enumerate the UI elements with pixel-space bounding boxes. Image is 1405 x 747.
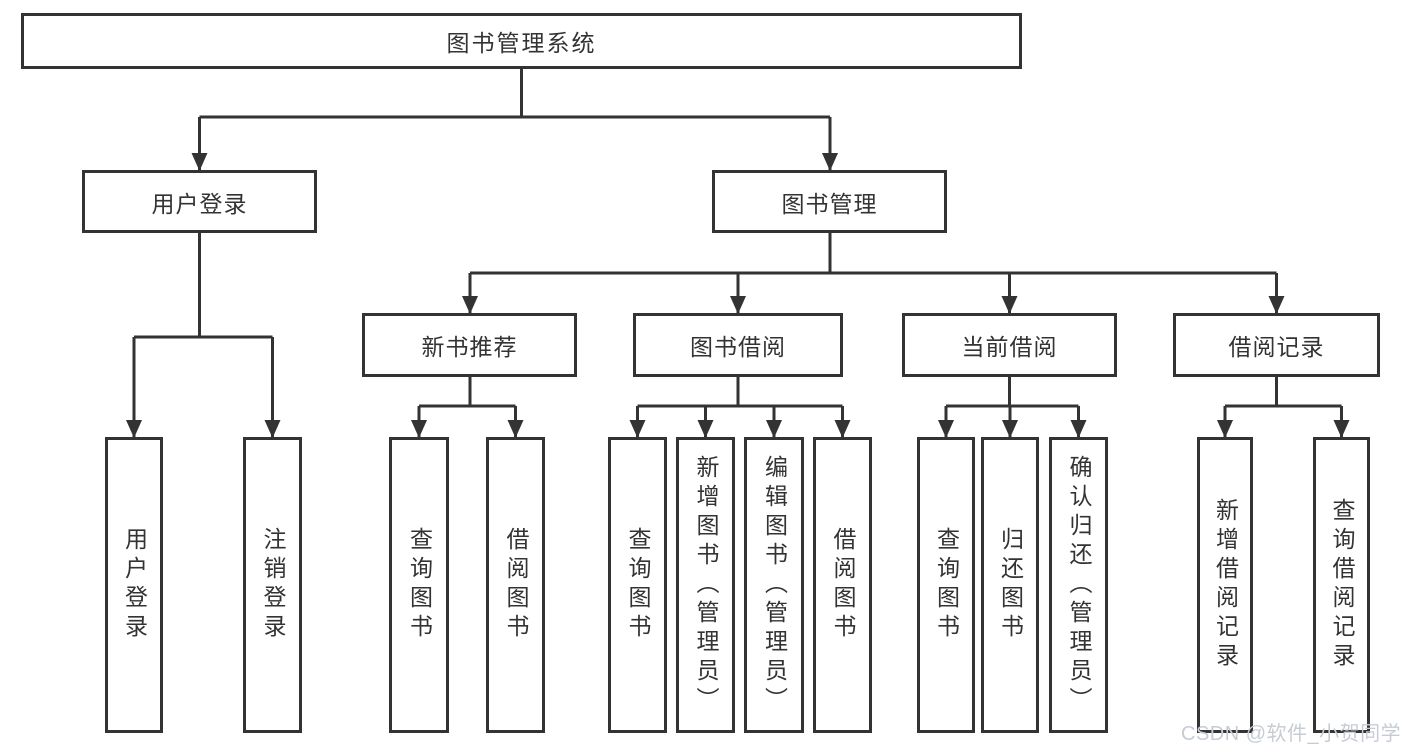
leaf-query-borrow-record: 查询借阅记录 <box>1313 437 1370 733</box>
leaf-confirm-return-admin: 确认归还（管理员） <box>1049 437 1108 733</box>
leaf-add-book-admin: 新增图书（管理员） <box>676 437 735 733</box>
node-user-login: 用户登录 <box>82 170 317 233</box>
leaf-query-books: 查询图书 <box>389 437 449 733</box>
leaf-edit-book-admin: 编辑图书（管理员） <box>744 437 804 733</box>
leaf-borrow-books: 借阅图书 <box>813 437 872 733</box>
connector-trunks <box>134 69 1342 408</box>
node-current-borrow: 当前借阅 <box>902 313 1117 377</box>
leaf-add-borrow-record: 新增借阅记录 <box>1197 437 1253 733</box>
node-new-book-recommend: 新书推荐 <box>362 313 577 377</box>
leaf-user-login: 用户登录 <box>105 437 163 733</box>
leaf-logout: 注销登录 <box>243 437 302 733</box>
node-borrow-records: 借阅记录 <box>1173 313 1380 377</box>
node-book-management: 图书管理 <box>712 170 947 233</box>
leaf-borrow-books: 借阅图书 <box>486 437 545 733</box>
node-library-system-root: 图书管理系统 <box>21 13 1022 69</box>
csdn-watermark: CSDN @软件_小贺同学 <box>1181 723 1402 745</box>
leaf-query-books: 查询图书 <box>608 437 667 733</box>
leaf-return-book: 归还图书 <box>981 437 1039 733</box>
leaf-query-books: 查询图书 <box>917 437 975 733</box>
node-book-borrow: 图书借阅 <box>633 313 843 377</box>
